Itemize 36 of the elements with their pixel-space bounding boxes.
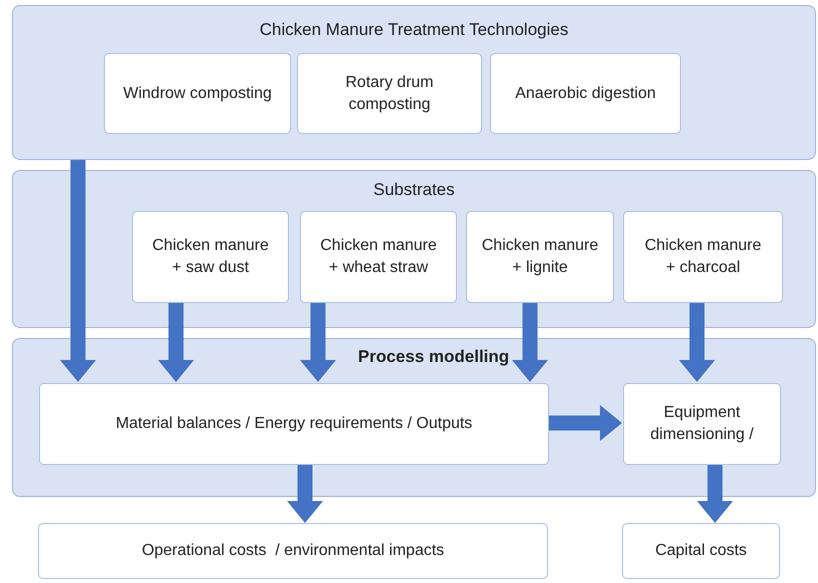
box-label: Operational costs / environmental impacts [142,541,444,562]
box-label: Chicken manure + charcoal [644,236,762,278]
process-box [490,53,681,134]
arrow [548,405,622,441]
box-label: Rotary drum composting [344,72,435,114]
box-label: Equipment dimensioning / [649,403,755,445]
panel-title: Substrates [372,180,456,200]
panel-title: Process modelling [358,347,510,367]
group-panel [12,5,816,160]
process-box [622,523,780,579]
panel-title: Chicken Manure Treatment Technologies [258,20,570,40]
group-panel [12,338,816,497]
box-label: Material balances / Energy requirements / Outputs [116,414,472,434]
process-box [623,211,783,303]
arrow [679,302,715,382]
process-box [38,523,548,579]
box-label: Chicken manure + lignite [481,236,599,278]
box-label: Windrow composting [123,84,272,104]
box-label: Chicken manure + wheat straw [319,236,438,278]
arrow [158,302,194,382]
arrow [60,160,96,382]
arrow [287,464,323,523]
process-box [297,53,482,134]
box-label: Chicken manure + saw dust [151,236,270,278]
arrow [697,464,733,523]
arrow [300,302,336,382]
arrow [512,302,548,382]
process-box [623,383,781,465]
box-label: Anaerobic digestion [515,84,656,104]
group-panel [12,170,816,328]
process-box [132,211,289,303]
process-box [466,211,614,303]
process-box [104,53,291,134]
process-box [300,211,457,303]
process-box [39,383,549,465]
box-label: Capital costs [655,541,747,562]
